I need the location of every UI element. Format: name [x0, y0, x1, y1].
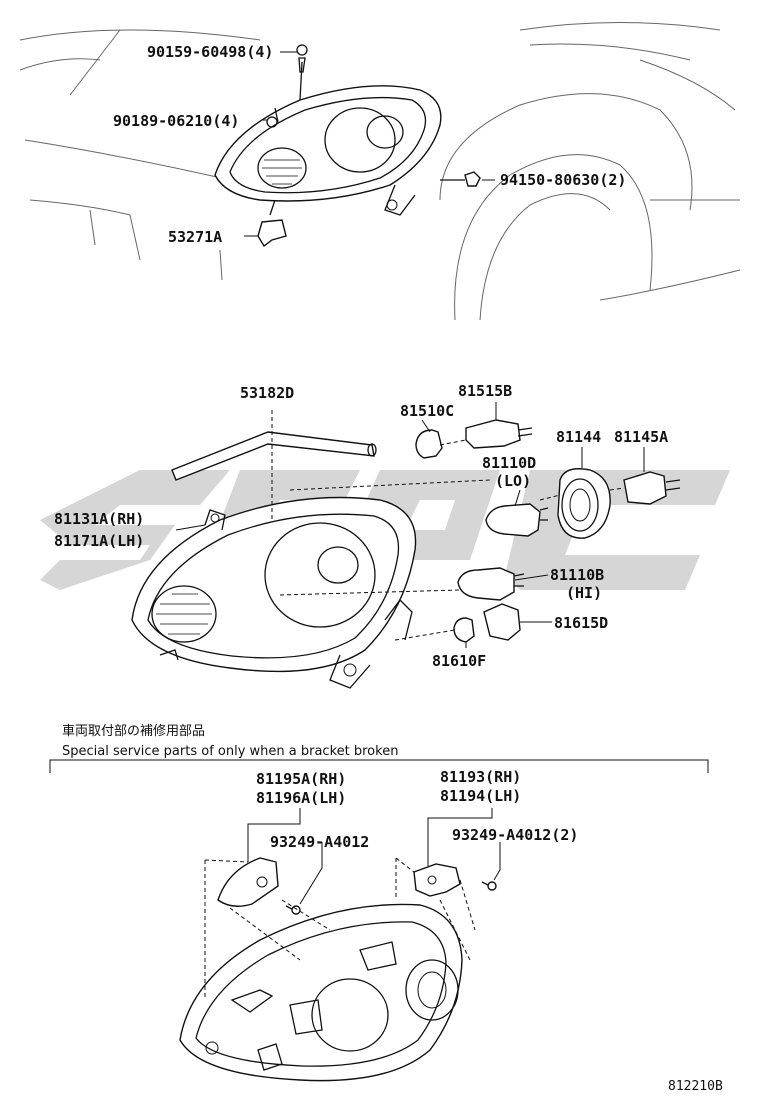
middle-leader-lines	[175, 402, 645, 648]
bulb-81610F	[453, 617, 475, 643]
bracket-81193	[413, 863, 461, 897]
callout-90189: 90189-06210(4)	[113, 112, 239, 130]
callout-94150: 94150-80630(2)	[500, 171, 626, 189]
callout-81196: 81196A(LH)	[256, 789, 346, 807]
callout-90159: 90159-60498(4)	[147, 43, 273, 61]
bracket-81195A	[217, 857, 279, 907]
callout-81110D: 81110D	[482, 454, 536, 472]
bulb-81510C	[415, 429, 443, 459]
service-parts-box	[49, 759, 709, 773]
diagram-code: 812210B	[668, 1079, 723, 1094]
callout-81131: 81131A(RH)	[54, 510, 144, 528]
callout-81610: 81610F	[432, 652, 486, 670]
callout-81515: 81515B	[458, 382, 512, 400]
callout-lo: (LO)	[495, 472, 531, 490]
headlamp-assembly-bottom	[179, 903, 463, 1082]
callout-81195: 81195A(RH)	[256, 770, 346, 788]
callout-81110B: 81110B	[550, 566, 604, 584]
headlamp-assembly-main	[131, 496, 417, 689]
note-english: Special service parts of only when a bra…	[62, 744, 398, 759]
screw-93249-left	[285, 905, 301, 915]
bulb-81110B	[457, 567, 525, 601]
callout-81171: 81171A(LH)	[54, 532, 144, 550]
callout-81193: 81193(RH)	[440, 768, 521, 786]
screw-93249-right	[481, 881, 497, 891]
callout-53271: 53271A	[168, 228, 222, 246]
callout-53182: 53182D	[240, 384, 294, 402]
socket-81145A	[623, 471, 681, 505]
callout-93249-right: 93249-A4012(2)	[452, 826, 578, 844]
socket-81515B	[465, 419, 533, 449]
top-leader-lines	[244, 51, 495, 237]
callout-hi: (HI)	[566, 584, 602, 602]
callout-93249-left: 93249-A4012	[270, 833, 369, 851]
vehicle-body-outline	[19, 22, 741, 321]
bulb-81110D	[485, 503, 549, 537]
tube-53182D	[171, 431, 377, 481]
socket-81615D	[483, 603, 521, 641]
bottom-leader-lines	[204, 808, 501, 1000]
note-japanese: 車両取付部の補修用部品	[62, 724, 205, 739]
callout-81510: 81510C	[400, 402, 454, 420]
callout-81145: 81145A	[614, 428, 668, 446]
callout-81144: 81144	[556, 428, 601, 446]
callout-81194: 81194(LH)	[440, 787, 521, 805]
cover-81144	[557, 468, 611, 539]
headlamp-assembly-top	[214, 44, 481, 248]
callout-81615: 81615D	[554, 614, 608, 632]
